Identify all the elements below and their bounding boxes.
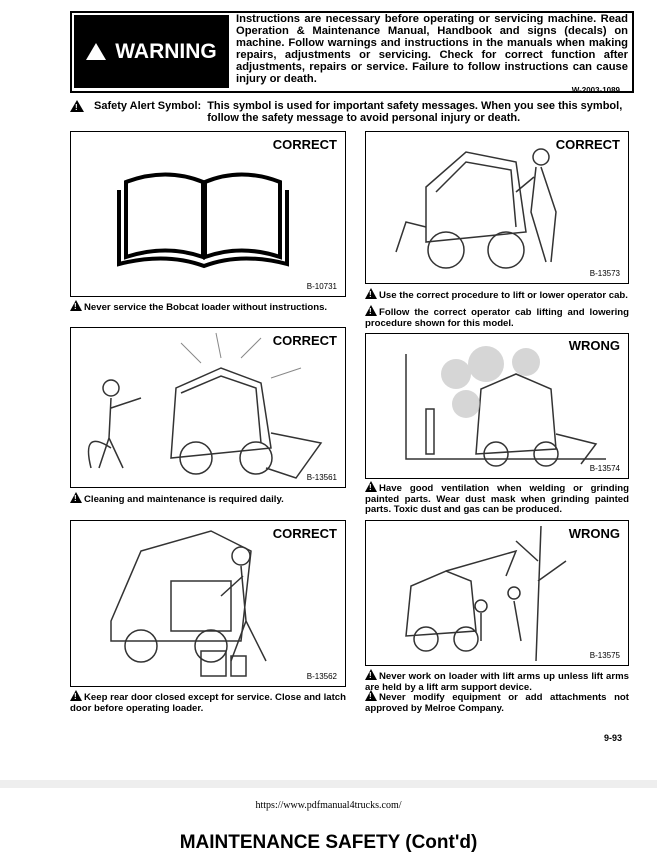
welding-illustration: [405, 346, 606, 467]
panel-welding: WRONG B-13574: [365, 333, 629, 479]
safety-alert: Safety Alert Symbol: This symbol is used…: [70, 100, 630, 124]
page-separator: [0, 780, 657, 788]
caption: Never modify equipment or add attachment…: [365, 690, 629, 714]
status-label: WRONG: [568, 526, 620, 541]
panel-cab-lift: CORRECT B-13573: [365, 131, 629, 284]
status-label: CORRECT: [555, 137, 620, 152]
panel-manual: CORRECT B-10731: [70, 131, 346, 297]
status-label: WRONG: [568, 338, 620, 353]
warning-label: WARNING: [74, 15, 229, 88]
alert-triangle-icon: [70, 300, 82, 313]
caption-text: Use the correct procedure to lift or low…: [379, 290, 628, 301]
figure-code: B-13573: [589, 269, 620, 278]
alert-triangle-icon: [365, 305, 377, 318]
panel-cleaning: CORRECT B-13561: [70, 327, 346, 488]
figure-code: B-10731: [306, 282, 337, 291]
caption-text: Never service the Bobcat loader without …: [84, 302, 328, 313]
status-label: CORRECT: [272, 333, 337, 348]
safety-alert-text: This symbol is used for important safety…: [207, 100, 623, 124]
caption: Cleaning and maintenance is required dai…: [70, 492, 346, 506]
page-number: 9-93: [604, 733, 623, 743]
alert-triangle-icon: [70, 492, 82, 505]
caption: Use the correct procedure to lift or low…: [365, 288, 629, 302]
alert-triangle-icon: [365, 690, 377, 703]
safety-alert-label: Safety Alert Symbol:: [94, 100, 202, 112]
warning-body: Instructions are necessary before operat…: [236, 13, 628, 85]
caption-text: Keep rear door closed except for service…: [70, 692, 346, 714]
cleaning-illustration: [87, 332, 323, 479]
alert-triangle-icon: [70, 100, 84, 114]
alert-triangle-icon: [365, 481, 377, 494]
figure-code: B-13561: [306, 473, 337, 482]
warning-text: Instructions are necessary before operat…: [236, 13, 628, 95]
warning-code: W-2003-1089: [571, 86, 620, 95]
panel-lift-arms: WRONG B-13575: [365, 520, 629, 666]
loader-cab-illustration: [395, 148, 557, 269]
alert-triangle-icon: [70, 690, 82, 703]
caption-text: Never work on loader with lift arms up u…: [365, 671, 629, 693]
warning-triangle-icon: [86, 43, 107, 60]
warning-box: [70, 11, 634, 93]
book-illustration: [117, 172, 289, 269]
caption: Keep rear door closed except for service…: [70, 690, 346, 714]
status-label: CORRECT: [272, 526, 337, 541]
section-title: MAINTENANCE SAFETY (Cont'd): [179, 832, 478, 853]
panel-rear-door: CORRECT B-13562: [70, 520, 346, 687]
caption-text: Have good ventilation when welding or gr…: [365, 483, 629, 515]
figure-code: B-13575: [589, 651, 620, 660]
caption: Never work on loader with lift arms up u…: [365, 669, 629, 693]
status-label: CORRECT: [272, 137, 337, 152]
manual-page: WARNING Instructions are necessary befor…: [0, 0, 657, 781]
figure-code: B-13562: [306, 672, 337, 681]
figure-code: B-13574: [589, 464, 620, 473]
caption-text: Never modify equipment or add attachment…: [365, 692, 629, 714]
caption-text: Cleaning and maintenance is required dai…: [84, 494, 284, 505]
lift-arms-illustration: [405, 525, 567, 662]
caption: Have good ventilation when welding or gr…: [365, 481, 629, 516]
warning-label-text: WARNING: [115, 39, 217, 63]
caption-text: Follow the correct operator cab lifting …: [365, 307, 629, 329]
alert-triangle-icon: [365, 288, 377, 301]
caption: Never service the Bobcat loader without …: [70, 300, 346, 314]
alert-triangle-icon: [365, 669, 377, 682]
rear-door-illustration: [110, 530, 267, 677]
caption: Follow the correct operator cab lifting …: [365, 305, 629, 329]
footer-url[interactable]: https://www.pdfmanual4trucks.com/: [255, 800, 402, 811]
